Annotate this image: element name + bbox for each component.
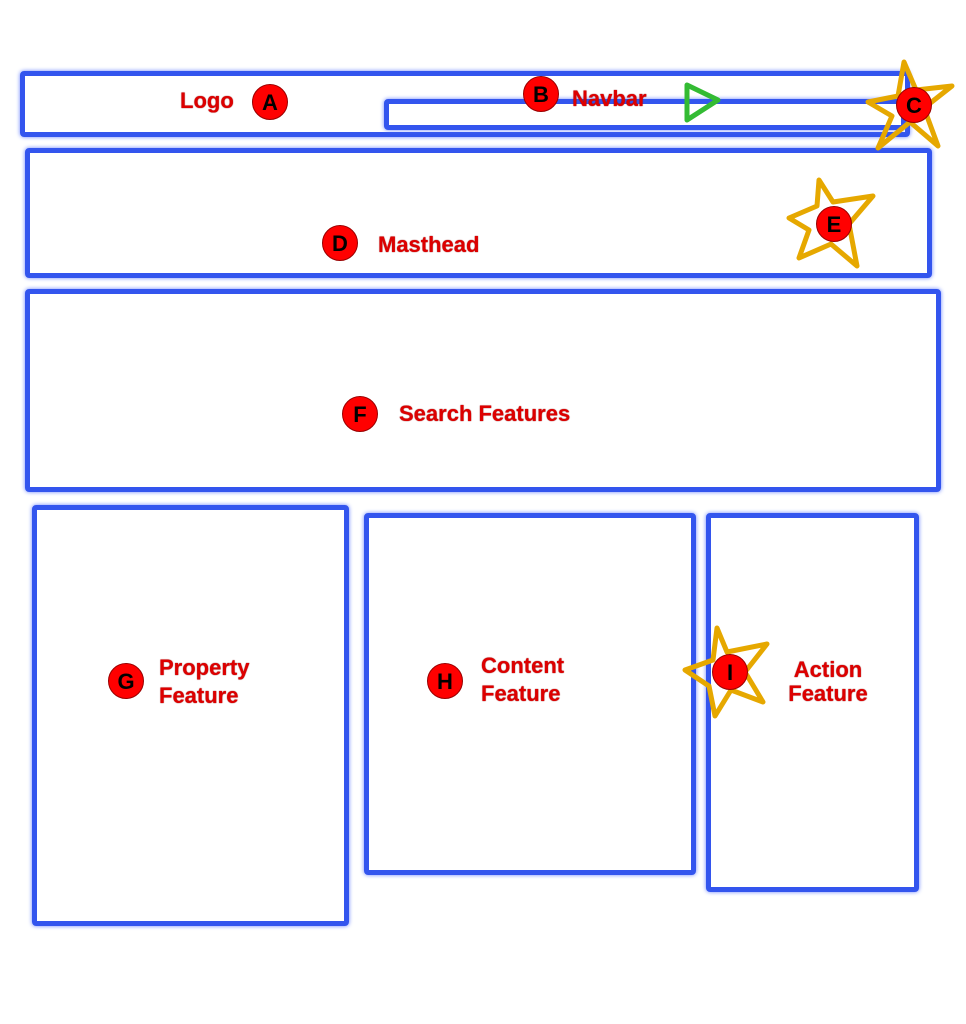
masthead-label: Masthead	[378, 232, 480, 257]
feature-label-h: Feature	[481, 681, 561, 706]
marker-h: H	[427, 663, 463, 699]
star-icon-i	[682, 625, 770, 719]
masthead-box	[25, 148, 932, 278]
feature-label-g: Feature	[159, 683, 239, 708]
play-triangle-icon	[684, 82, 721, 123]
marker-d: D	[322, 225, 358, 261]
action-feature-box	[706, 513, 919, 892]
logo-label: Logo	[180, 88, 234, 113]
marker-e: E	[816, 206, 852, 242]
action-feature-label: Action Feature	[788, 657, 868, 706]
marker-b: B	[523, 76, 559, 112]
property-label: Property	[159, 655, 250, 680]
content-label: Content	[481, 653, 565, 678]
property-feature-box	[32, 505, 349, 926]
content-feature-box	[364, 513, 696, 875]
marker-a: A	[252, 84, 288, 120]
search-features-box	[25, 289, 941, 492]
marker-i: I	[712, 654, 748, 690]
marker-c: C	[896, 87, 932, 123]
marker-f: F	[342, 396, 378, 432]
search-features-label: Search Features	[399, 401, 571, 426]
star-icon-e	[786, 177, 876, 269]
navbar-label: Navbar	[572, 86, 647, 111]
marker-g: G	[108, 663, 144, 699]
